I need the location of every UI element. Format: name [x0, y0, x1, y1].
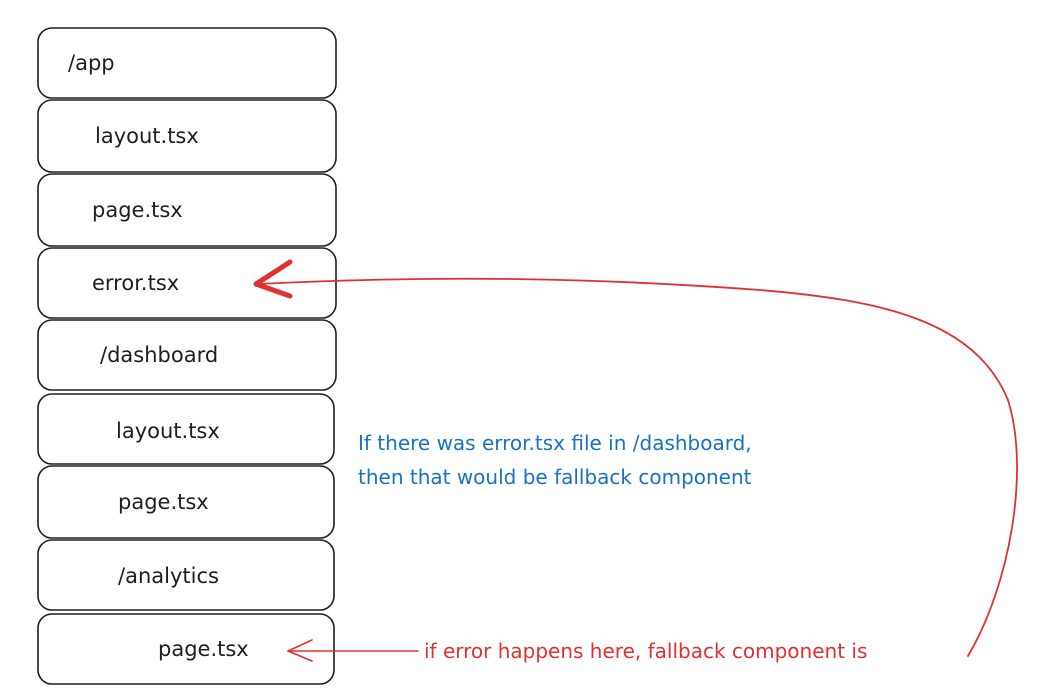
- box-analytics-label: /analytics: [118, 564, 219, 588]
- box-app-error-label: error.tsx: [92, 271, 179, 295]
- box-app-page-frame: [37, 173, 337, 247]
- note-dashboard-line-2: then that would be fallback component: [358, 465, 752, 489]
- note-dashboard-line-1: If there was error.tsx file in /dashboar…: [358, 431, 752, 455]
- arrow-analytics-page: [287, 639, 419, 662]
- box-analytics-frame: [37, 539, 335, 611]
- box-analytics-page-label: page.tsx: [158, 637, 249, 661]
- box-analytics-page: page.tsx: [37, 613, 335, 685]
- box-app: /app: [37, 27, 337, 99]
- box-dashboard-label: /dashboard: [100, 343, 218, 367]
- box-dashboard-page: page.tsx: [37, 465, 335, 539]
- box-app-layout: layout.tsx: [37, 99, 337, 173]
- box-app-error: error.tsx: [37, 247, 337, 319]
- box-app-error-frame: [37, 247, 337, 319]
- box-dashboard-layout: layout.tsx: [37, 393, 335, 465]
- arrow-to-error-head: [253, 259, 293, 299]
- box-app-page-label: page.tsx: [92, 198, 183, 222]
- note-fallback: if error happens here, fallback componen…: [424, 639, 867, 663]
- box-analytics-page-frame: [37, 613, 335, 685]
- box-dashboard-page-label: page.tsx: [118, 490, 209, 514]
- arrow-analytics-page-head: [287, 639, 313, 662]
- arrow-to-error: [253, 259, 1018, 657]
- box-app-layout-frame: [37, 99, 337, 173]
- box-app-layout-label: layout.tsx: [95, 124, 199, 148]
- arrow-to-error-curve: [257, 277, 1018, 657]
- box-dashboard-layout-label: layout.tsx: [116, 419, 220, 443]
- box-dashboard-page-frame: [37, 465, 335, 539]
- box-dashboard-layout-frame: [37, 393, 335, 465]
- box-app-label: /app: [68, 51, 115, 75]
- box-app-page: page.tsx: [37, 173, 337, 247]
- box-app-frame: [37, 27, 337, 99]
- box-analytics: /analytics: [37, 539, 335, 611]
- box-dashboard-frame: [37, 319, 337, 391]
- box-dashboard: /dashboard: [37, 319, 337, 391]
